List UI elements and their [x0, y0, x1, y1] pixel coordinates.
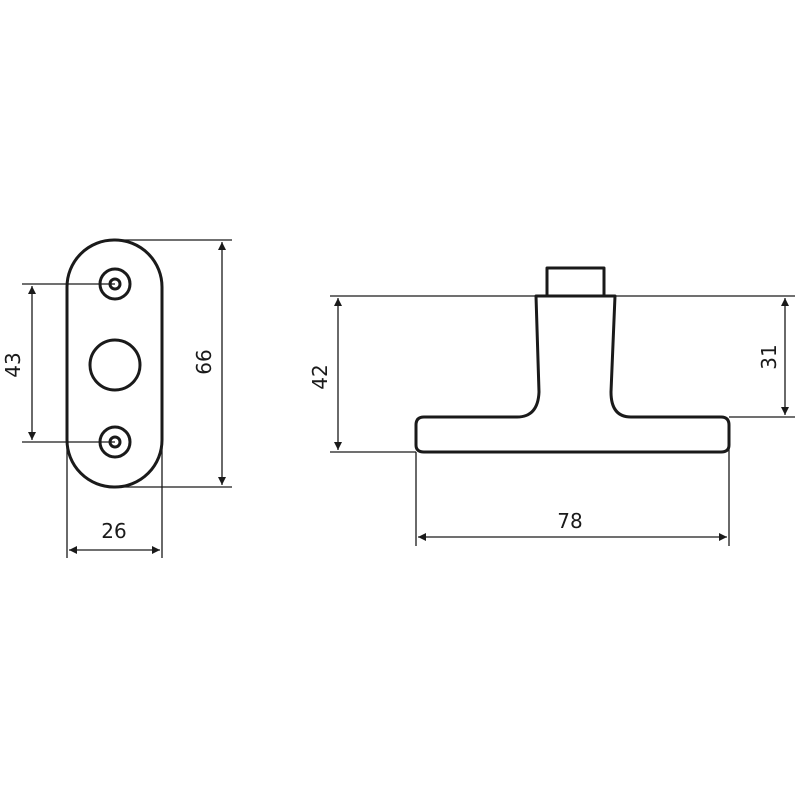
spindle-stub: [545, 266, 606, 298]
dimension-label-78: 78: [557, 509, 582, 533]
front-view: 43 66 26: [1, 238, 232, 558]
center-spindle-hole: [88, 338, 142, 392]
dimension-label-66: 66: [192, 349, 216, 374]
oval-plate-outline: [65, 238, 164, 489]
profile-outline: [414, 294, 731, 454]
dimension-label-26: 26: [101, 519, 126, 543]
dimension-hole-spacing: 43: [1, 283, 115, 443]
dimension-plate-height: 66: [118, 239, 232, 488]
dimension-label-43: 43: [1, 352, 25, 377]
dimension-stem-height: 31: [615, 295, 795, 418]
dimension-plate-width: 26: [66, 440, 163, 558]
dimension-label-31: 31: [757, 344, 781, 369]
side-view: 42 31 78: [308, 266, 795, 546]
dimension-label-42: 42: [308, 364, 332, 389]
dimension-base-width: 78: [415, 445, 730, 546]
dimension-total-height: 42: [308, 295, 536, 453]
